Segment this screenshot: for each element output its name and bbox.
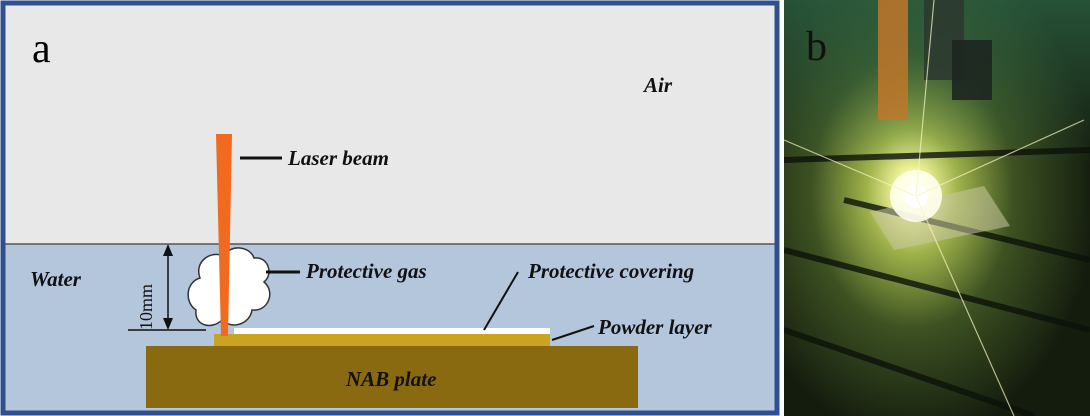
nab-plate: [146, 346, 638, 408]
schematic-panel: a Air Laser beam Water Protective gas Pr…: [0, 0, 780, 416]
protective-covering-label: Protective covering: [527, 259, 694, 283]
depth-label: 10mm: [136, 284, 156, 330]
panel-letter-a: a: [32, 26, 51, 72]
panel-letter-b: b: [806, 24, 827, 70]
panel-border: [0, 0, 780, 416]
protective-covering: [234, 328, 550, 334]
powder-layer-label: Powder layer: [597, 315, 713, 339]
nab-plate-label: NAB plate: [345, 367, 436, 391]
water-label: Water: [30, 267, 82, 291]
air-region: [4, 4, 776, 244]
depth-dimension: [128, 244, 206, 331]
powder-layer: [214, 334, 550, 346]
air-label: Air: [642, 73, 673, 97]
powder-layer-leader: [551, 325, 595, 341]
laser-beam: [216, 134, 232, 336]
schematic-diagram: a Air Laser beam Water Protective gas Pr…: [0, 0, 780, 416]
laser-beam-label: Laser beam: [287, 146, 389, 170]
protective-gas-label: Protective gas: [305, 259, 427, 283]
protective-covering-leader: [483, 271, 519, 331]
laser-process-photo: b: [784, 0, 1090, 416]
photo-panel: b: [784, 0, 1090, 416]
